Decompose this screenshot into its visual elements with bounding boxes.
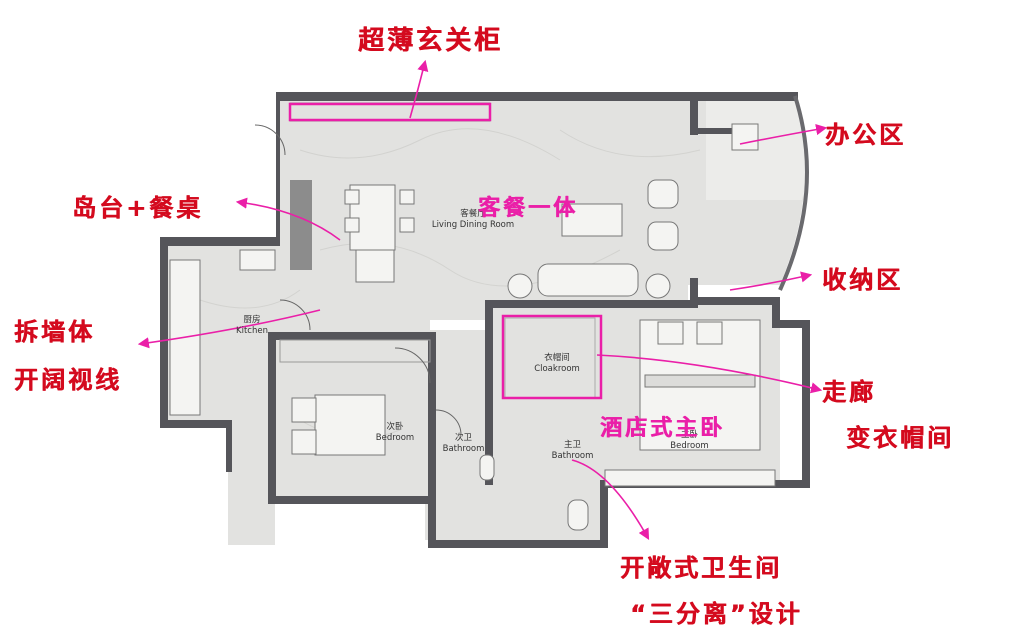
- annotation-open-bath-line2: “三分离”设计: [630, 600, 803, 628]
- door-swings: [254, 124, 462, 436]
- room-name-zh: 主卧: [680, 430, 698, 440]
- room-name-en: Bedroom: [670, 441, 709, 451]
- room-label-master-bathroom: 主卫 Bathroom: [545, 440, 600, 462]
- walls: [160, 92, 810, 548]
- annotation-island-dining: 岛台+餐桌: [72, 194, 204, 222]
- room-name-en: Bedroom: [375, 433, 415, 443]
- room-label-living-dining: 客餐厅 Living Dining Room: [418, 209, 528, 231]
- annotation-living-dining-combined: 客餐一体: [478, 196, 579, 221]
- room-name-en: Cloakroom: [534, 364, 580, 374]
- room-label-kitchen: 厨房 Kitchen: [222, 315, 282, 337]
- annotation-demolish-wall-line1: 拆墙体: [14, 318, 95, 346]
- room-name-en: Living Dining Room: [431, 220, 515, 230]
- room-name-zh: 客餐厅: [460, 209, 486, 219]
- room-name-en: Bathroom: [442, 444, 485, 454]
- annotation-open-bath-line1: 开敞式卫生间: [620, 554, 782, 582]
- annotation-hotel-master: 酒店式主卧: [600, 416, 726, 441]
- room-name-zh: 衣帽间: [544, 353, 570, 363]
- room-label-second-bedroom: 次卧 Bedroom: [370, 422, 420, 444]
- curved-window-wall: [778, 95, 809, 291]
- annotation-corridor-line1: 走廊: [822, 378, 876, 406]
- room-label-second-bathroom: 次卫 Bathroom: [436, 433, 491, 455]
- annotation-corridor-line2: 变衣帽间: [846, 424, 954, 452]
- room-name-zh: 次卫: [454, 433, 472, 443]
- annotation-demolish-wall-line2: 开阔视线: [14, 366, 122, 394]
- floor-areas: [165, 100, 806, 545]
- room-name-zh: 厨房: [243, 315, 261, 325]
- highlight-boxes: [288, 102, 603, 400]
- room-label-master-bedroom: 主卧 Bedroom: [662, 430, 717, 452]
- room-name-zh: 主卫: [563, 440, 581, 450]
- room-name-zh: 次卧: [386, 422, 404, 432]
- annotation-office-area: 办公区: [825, 121, 906, 149]
- annotation-arrows: [137, 59, 828, 540]
- annotation-storage-area: 收纳区: [822, 266, 903, 294]
- annotation-entry-cabinet: 超薄玄关柜: [358, 26, 504, 56]
- room-name-en: Bathroom: [551, 451, 594, 461]
- room-label-cloakroom: 衣帽间 Cloakroom: [522, 353, 592, 375]
- room-name-en: Kitchen: [236, 326, 268, 336]
